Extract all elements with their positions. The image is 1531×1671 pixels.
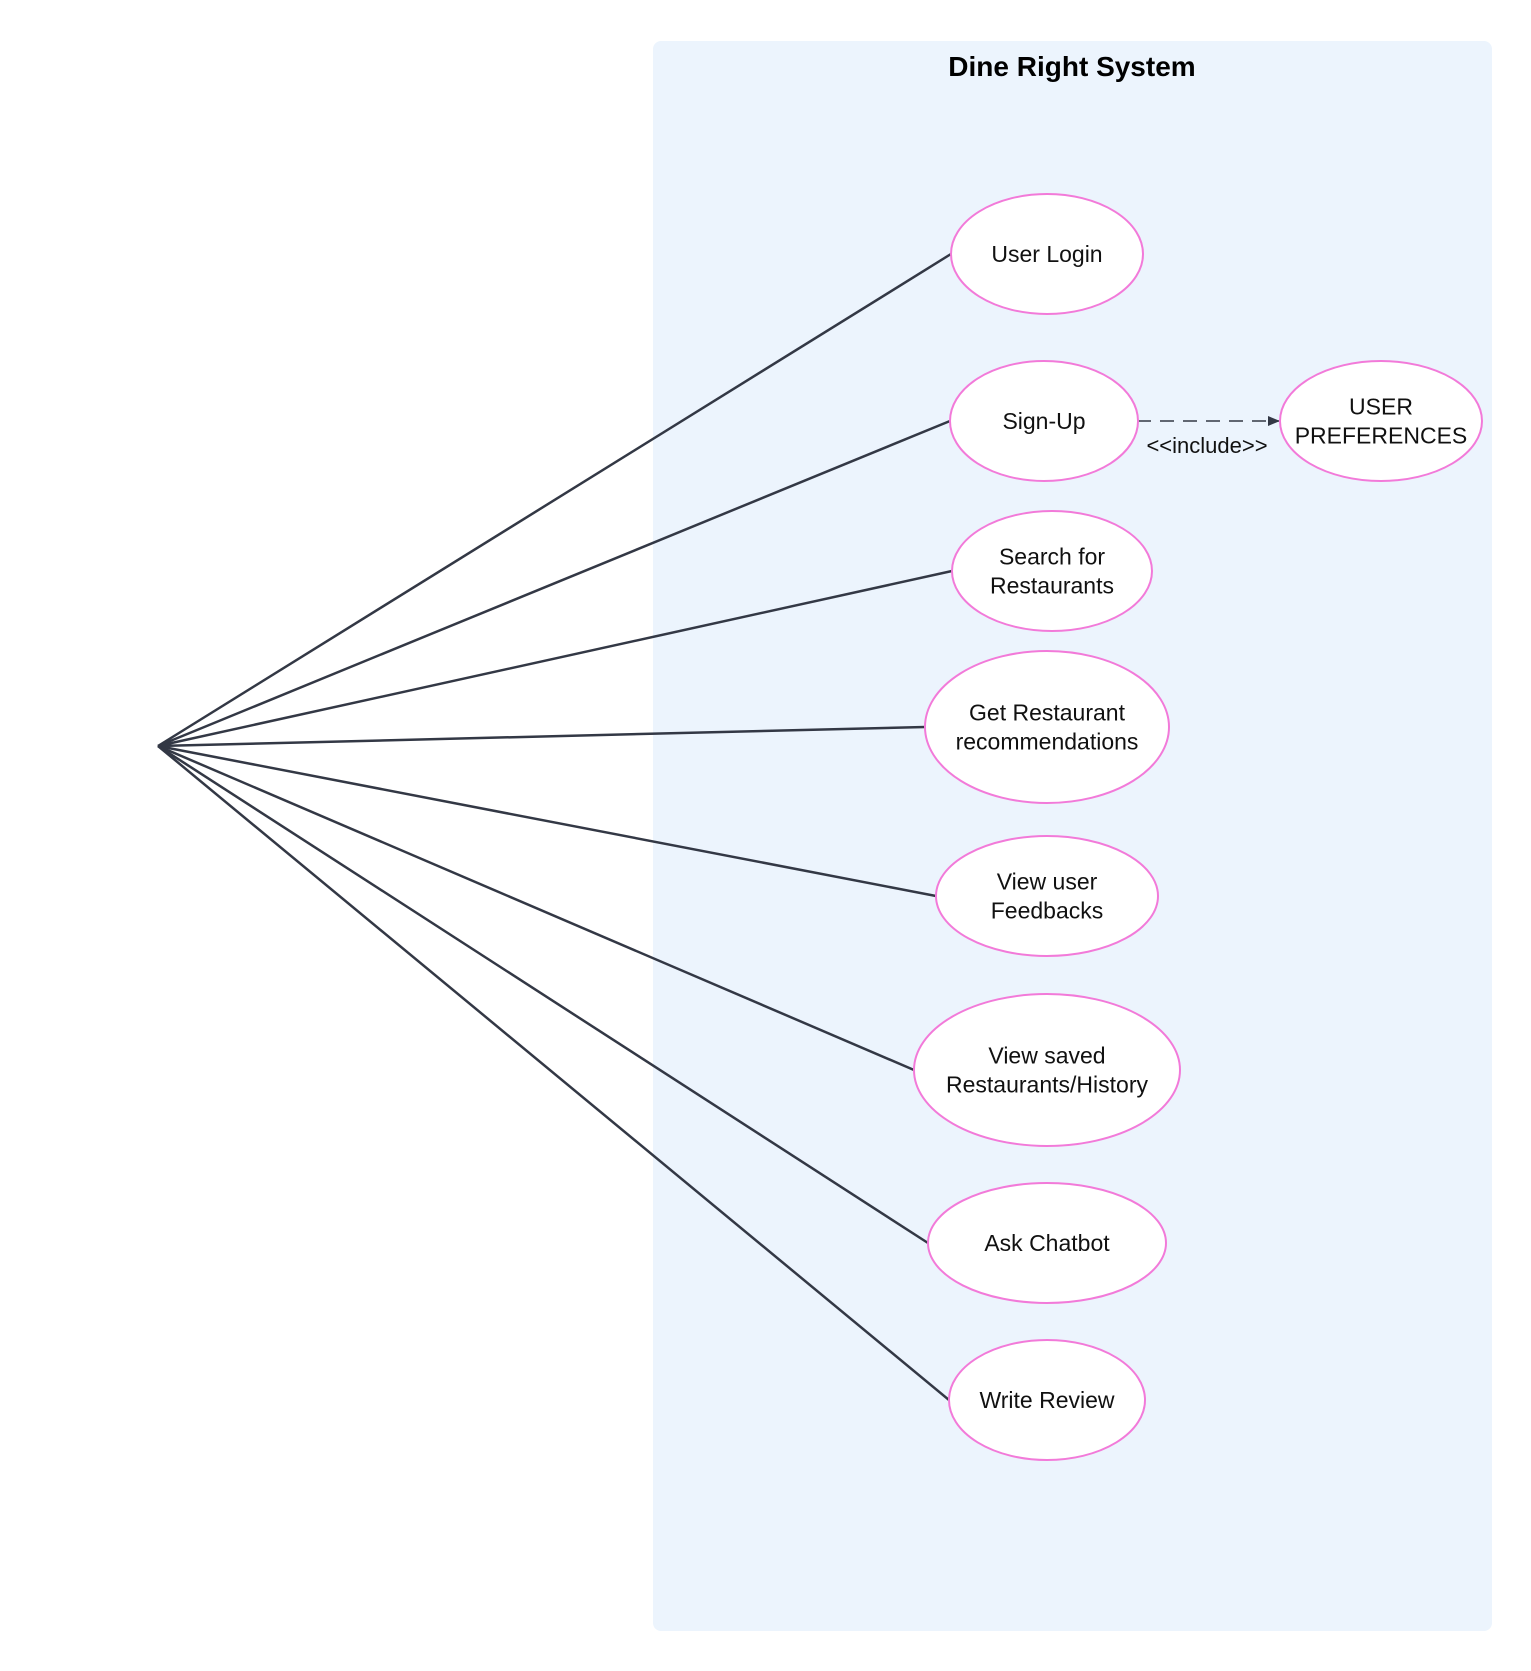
association-line-saved: [157, 744, 915, 1072]
use-case-label: Write Review: [979, 1387, 1114, 1413]
association-line-search: [157, 569, 953, 748]
use-case-label: User Login: [991, 241, 1102, 267]
use-case-label: recommendations: [956, 729, 1139, 755]
association-line-recommend: [157, 725, 926, 748]
use-case-ellipse: [1279, 360, 1483, 482]
use-case-label: Ask Chatbot: [984, 1230, 1110, 1256]
system-boundary: [653, 41, 1492, 1631]
use-case-label: Search for: [999, 544, 1105, 570]
use-case-label: View saved: [988, 1043, 1105, 1069]
use-case-ellipse: [950, 193, 1144, 315]
use-case-label: PREFERENCES: [1295, 423, 1468, 449]
association-line-feedback: [157, 744, 937, 898]
association-line-login: [157, 252, 952, 748]
use-case-login[interactable]: User Login: [950, 193, 1144, 315]
system-title: Dine Right System: [948, 51, 1195, 82]
use-case-label: Sign-Up: [1002, 408, 1085, 434]
use-case-signup[interactable]: Sign-Up: [949, 360, 1139, 482]
use-case-ellipse: [948, 1339, 1146, 1461]
use-case-ellipse: [924, 650, 1170, 804]
include-label: <<include>>: [1146, 433, 1267, 458]
use-case-label: Restaurants: [990, 573, 1114, 599]
use-case-label: Feedbacks: [991, 898, 1104, 924]
use-case-recommend[interactable]: Get Restaurant recommendations: [924, 650, 1170, 804]
use-case-ellipse: [913, 993, 1181, 1147]
use-case-label: USER: [1349, 394, 1413, 420]
association-lines: [157, 252, 953, 1401]
use-case-ellipse: [949, 360, 1139, 482]
use-case-label: Get Restaurant: [969, 700, 1126, 726]
use-case-chatbot[interactable]: Ask Chatbot: [927, 1182, 1167, 1304]
use-case-ellipse: [951, 510, 1153, 632]
use-case-label: View user: [997, 869, 1098, 895]
use-case-preferences[interactable]: USER PREFERENCES: [1279, 360, 1483, 482]
use-case-ellipse: [927, 1182, 1167, 1304]
association-line-chatbot: [157, 744, 929, 1245]
use-case-ellipse: [935, 835, 1159, 957]
association-line-signup: [157, 419, 951, 748]
use-case-label: Restaurants/History: [946, 1072, 1148, 1098]
use-case-review[interactable]: Write Review: [948, 1339, 1146, 1461]
association-line-review: [157, 745, 950, 1401]
